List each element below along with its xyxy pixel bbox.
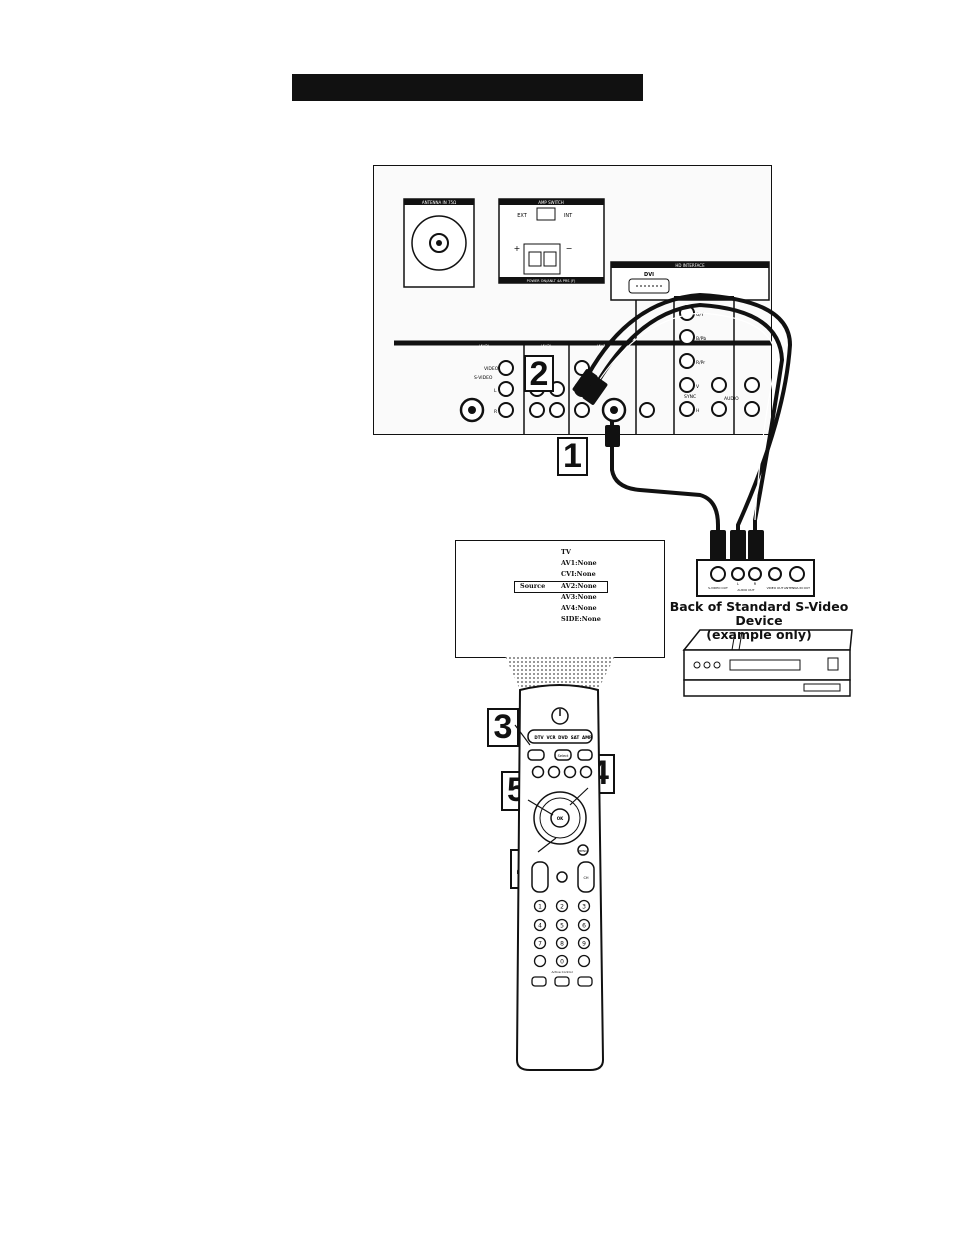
svideo-label: S-VIDEO [474,375,493,381]
source-label: Source [520,582,546,590]
amp-switch-label: AMP SWITCH [538,200,564,205]
audio-label: AUDIO [724,396,739,402]
device-caption-line1: Back of Standard S-Video Device [669,599,849,628]
step-1-badge: 1 [557,437,588,476]
power-note: POWER ON/ANLT 4A PRS (F) [527,279,576,283]
component-label-sync: SYNC [684,394,696,400]
menu-item-av4: AV4:None [561,604,597,612]
tv-back-panel: ANTENNA IN 75Ω AMP SWITCH EXT INT + − PO… [373,165,772,435]
step-2-badge: 2 [524,355,554,392]
selected-item-highlight [514,581,608,593]
plus-label: + [514,244,521,253]
step-3-badge: 3 [487,708,519,747]
l-label: L [494,388,497,394]
onscreen-menu: TV AV1:None CVI:None AV2:None AV3:None A… [455,540,665,658]
menu-item-cvi: CVI:None [561,570,596,578]
title-bar [292,74,643,101]
menu-item-av3: AV3:None [561,593,597,601]
component-label-bpb: B/Pb [696,336,706,342]
r-label: R [494,409,497,415]
antenna-jack [411,215,467,271]
component-label-gy: G/Y [696,312,704,318]
ext-label: EXT [517,213,527,219]
av2-label: (AV2) [479,344,490,349]
av1-label: (AV1) [597,344,608,349]
av3-label: (AV3) [541,344,552,349]
step-4-badge-top: 4 [584,754,615,794]
minus-label: − [566,244,573,253]
dvi-label: DVI [644,272,654,278]
int-label: INT [564,213,573,219]
menu-item-tv: TV [561,548,571,556]
device-caption-line2: (example only) [706,627,812,642]
step-5-badge: 5 [501,771,532,811]
menu-item-av1: AV1:None [561,559,597,567]
tv-panel-drawing: ANTENNA IN 75Ω AMP SWITCH EXT INT + − PO… [394,198,771,434]
video-label: VIDEO [484,366,499,372]
component-label-h: H [696,408,699,414]
antenna-label: ANTENNA IN 75Ω [422,200,456,205]
menu-item-side: SIDE:None [561,615,601,623]
hd-interface-label: HD INTERFACE [675,263,705,268]
menu-item-av2: AV2:None [561,582,597,590]
component-label-v: V [696,384,700,390]
device-caption: Back of Standard S-Video Device (example… [664,600,854,642]
step-4-badge-bottom: 4 [510,849,542,889]
component-label-rpr: R/Pr [696,360,705,366]
